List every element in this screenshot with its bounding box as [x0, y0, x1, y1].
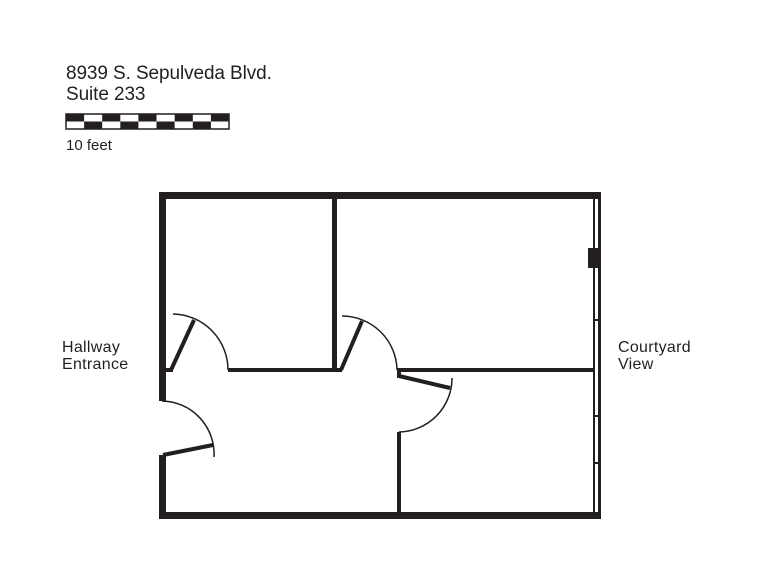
lower-right-office-door [398, 374, 453, 433]
label-line: Hallway [62, 339, 121, 356]
address-line: 8939 S. Sepulveda Blvd. [66, 63, 272, 84]
suite-line: Suite 233 [66, 84, 146, 105]
entrance-door [161, 400, 215, 458]
bottom-wall [159, 512, 601, 519]
scale-label: 10 feet [66, 137, 112, 154]
doors [161, 313, 453, 458]
interior-wall-horizontal-right [397, 368, 595, 372]
walls [159, 192, 601, 519]
upper-left-office-door [169, 313, 229, 371]
top-wall [159, 192, 601, 199]
label-line: Courtyard [618, 339, 691, 356]
lower-room-wall [397, 432, 401, 516]
courtyard-view-label: Courtyard View [618, 339, 691, 373]
interior-wall-horizontal-left [228, 368, 337, 372]
label-line: Entrance [62, 356, 129, 373]
window-wall [593, 192, 601, 519]
left-wall-upper [159, 192, 166, 401]
left-wall-lower [159, 455, 166, 519]
address-title: 8939 S. Sepulveda Blvd. Suite 233 [66, 63, 272, 105]
interior-wall-vertical [332, 196, 337, 372]
label-line: View [618, 356, 654, 373]
hallway-entrance-label: Hallway Entrance [62, 339, 128, 373]
upper-right-office-door [339, 315, 398, 371]
scale-bar [65, 113, 230, 130]
